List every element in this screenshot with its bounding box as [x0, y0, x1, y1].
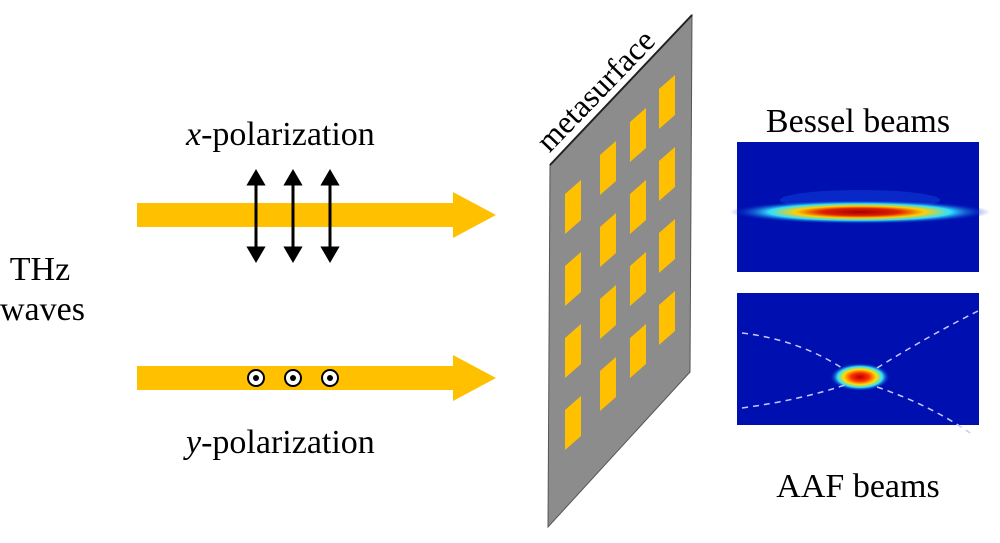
bessel-beams-label: Bessel beams [765, 103, 951, 140]
aaf-beam-field [737, 293, 979, 434]
metasurface-patch [600, 285, 616, 339]
metasurface-patch [600, 213, 616, 267]
thz-label: THz [9, 251, 71, 288]
x-polarization-label: x-polarization [186, 118, 375, 152]
x-rest: -polarization [201, 116, 375, 153]
metasurface-patch [630, 108, 646, 162]
metasurface-patch [600, 357, 616, 411]
y-rest: -polarization [201, 424, 375, 461]
x-var: x [186, 116, 202, 153]
metasurface-patch [565, 396, 581, 450]
double-arrow-icons [246, 169, 340, 263]
y-var: y [186, 424, 202, 461]
aaf-beams-label: AAF beams [776, 468, 940, 505]
metasurface-patch [565, 252, 581, 306]
metasurface-patch [630, 180, 646, 234]
metasurface-patch [600, 141, 616, 195]
metasurface-patch [659, 291, 675, 345]
metasurface-patch [659, 147, 675, 201]
y-polarization-label: y-polarization [186, 426, 375, 460]
out-of-plane-dot-icons [247, 369, 339, 387]
metasurface-patch [565, 324, 581, 378]
thz-waves-label: THz waves [0, 250, 85, 330]
y-polarized-beam-arrow [137, 355, 496, 401]
waves-label: waves [0, 291, 85, 328]
metasurface-patch [630, 252, 646, 306]
bessel-beam-field [730, 142, 990, 272]
metasurface-patch [630, 324, 646, 378]
metasurface-patches [565, 75, 675, 450]
metasurface-patch [565, 180, 581, 234]
metasurface-patch [659, 75, 675, 129]
metasurface-patch [659, 219, 675, 273]
x-polarized-beam-arrow [137, 192, 496, 238]
